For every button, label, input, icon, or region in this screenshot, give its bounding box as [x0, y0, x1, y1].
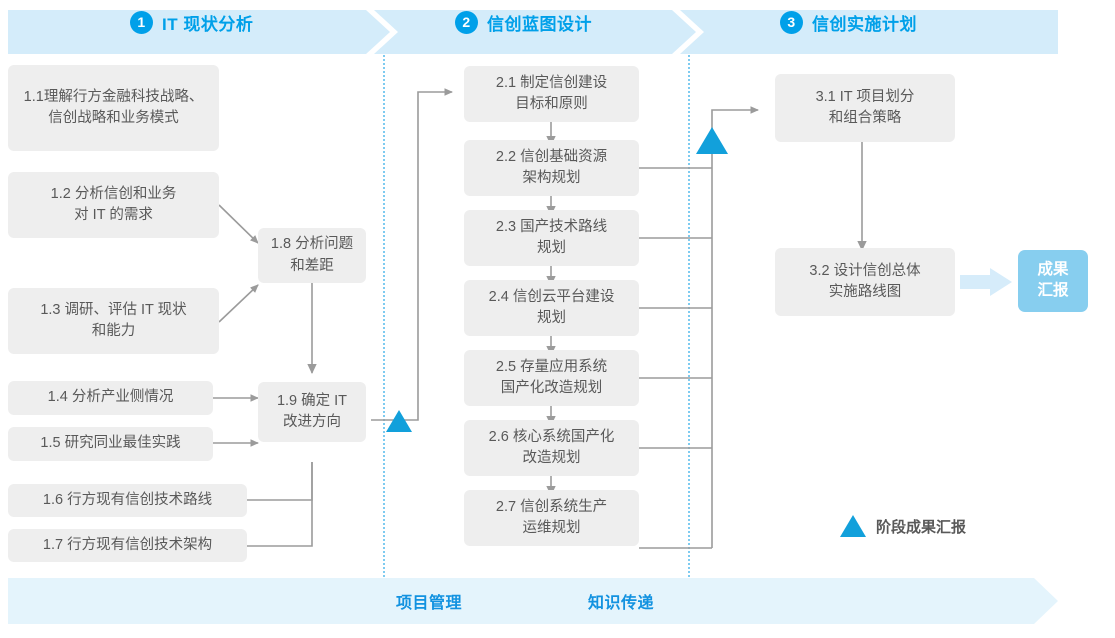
task-box-2-6[interactable]: 2.6 核心系统国产化改造规划: [464, 420, 639, 476]
phase-label-2[interactable]: 2 信创蓝图设计: [455, 0, 592, 44]
milestone-triangle-phase1: [386, 410, 412, 432]
phase-title-1: IT 现状分析: [162, 14, 254, 34]
bottom-label-knowledge-transfer[interactable]: 知识传递: [588, 595, 655, 612]
phase-number-2: 2: [455, 10, 478, 34]
task-box-3-1[interactable]: 3.1 IT 项目划分和组合策略: [775, 74, 955, 142]
task-box-1-1[interactable]: 1.1理解行方金融科技战略、信创战略和业务模式: [8, 65, 219, 151]
phase-number-1: 1: [130, 10, 153, 34]
phase-title-2: 信创蓝图设计: [487, 14, 592, 34]
task-box-1-8[interactable]: 1.8 分析问题和差距: [258, 228, 366, 283]
phase-title-3: 信创实施计划: [812, 14, 917, 34]
task-box-1-7[interactable]: 1.7 行方现有信创技术架构: [8, 529, 247, 562]
task-box-2-3[interactable]: 2.3 国产技术路线规划: [464, 210, 639, 266]
legend-label: 阶段成果汇报: [876, 518, 967, 536]
result-arrow-icon: [960, 268, 1012, 296]
bottom-label-project-management[interactable]: 项目管理: [396, 595, 463, 612]
phase-label-3[interactable]: 3 信创实施计划: [780, 0, 917, 44]
task-box-1-5[interactable]: 1.5 研究同业最佳实践: [8, 427, 213, 461]
task-box-1-3[interactable]: 1.3 调研、评估 IT 现状和能力: [8, 288, 219, 354]
task-box-1-6[interactable]: 1.6 行方现有信创技术路线: [8, 484, 247, 517]
phase-segment-1[interactable]: [8, 10, 390, 54]
phase-label-1[interactable]: 1 IT 现状分析: [130, 0, 253, 44]
task-box-3-2[interactable]: 3.2 设计信创总体实施路线图: [775, 248, 955, 316]
column-divider-2: [688, 55, 690, 577]
phase-segment-2[interactable]: [374, 10, 696, 54]
legend: 阶段成果汇报: [840, 515, 966, 537]
result-badge[interactable]: 成果汇报: [1018, 250, 1088, 312]
task-box-1-4[interactable]: 1.4 分析产业侧情况: [8, 381, 213, 415]
phase-number-3: 3: [780, 10, 803, 34]
column-divider-1: [383, 55, 385, 577]
task-box-2-5[interactable]: 2.5 存量应用系统国产化改造规划: [464, 350, 639, 406]
task-box-2-7[interactable]: 2.7 信创系统生产运维规划: [464, 490, 639, 546]
task-box-2-1[interactable]: 2.1 制定信创建设目标和原则: [464, 66, 639, 122]
phase-header-bar: [8, 10, 1058, 54]
milestone-triangle-icon: [840, 515, 866, 537]
phase-segment-3[interactable]: [680, 10, 1058, 54]
task-box-1-2[interactable]: 1.2 分析信创和业务对 IT 的需求: [8, 172, 219, 238]
task-box-2-4[interactable]: 2.4 信创云平台建设规划: [464, 280, 639, 336]
bottom-lane-bar: [8, 578, 1058, 624]
milestone-triangle-phase2: [696, 127, 728, 154]
task-box-2-2[interactable]: 2.2 信创基础资源架构规划: [464, 140, 639, 196]
